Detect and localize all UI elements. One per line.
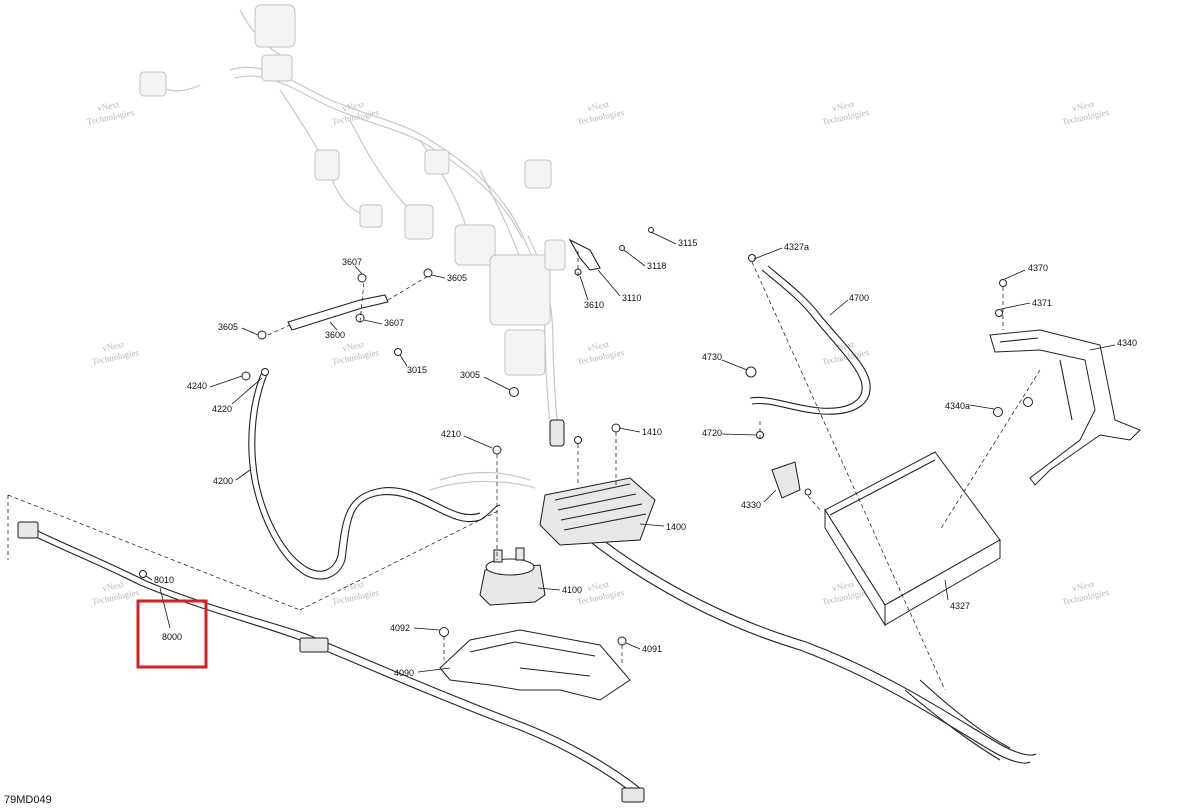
wire-harness-4200: [248, 371, 501, 580]
part-label-4340a[interactable]: 4340a: [945, 401, 970, 411]
part-label-4220[interactable]: 4220: [212, 404, 232, 414]
part-label-3610[interactable]: 3610: [584, 300, 604, 310]
part-label-4371[interactable]: 4371: [1032, 298, 1052, 308]
part-label-4370[interactable]: 4370: [1028, 263, 1048, 273]
cable-4700: [749, 265, 871, 415]
part-label-8000[interactable]: 8000: [162, 632, 182, 642]
part-label-3607-2[interactable]: 3607: [384, 318, 404, 328]
main-harness-lower: [544, 493, 1037, 764]
part-label-4327[interactable]: 4327: [950, 601, 970, 611]
part-label-3015[interactable]: 3015: [407, 365, 427, 375]
highlight-box: [136, 599, 208, 669]
part-label-4100[interactable]: 4100: [562, 585, 582, 595]
part-label-3600[interactable]: 3600: [325, 330, 345, 340]
part-label-4240[interactable]: 4240: [187, 381, 207, 391]
watermark-line1: vNext: [341, 99, 365, 113]
part-label-4340[interactable]: 4340: [1117, 338, 1137, 348]
part-label-4700[interactable]: 4700: [849, 293, 869, 303]
part-label-1400[interactable]: 1400: [666, 522, 686, 532]
starter-solenoid-4100: [479, 547, 546, 606]
part-label-4091[interactable]: 4091: [642, 644, 662, 654]
hardware-parts: [139, 227, 1033, 646]
part-label-4327a[interactable]: 4327a: [784, 242, 809, 252]
part-label-3110[interactable]: 3110: [622, 293, 641, 303]
watermark-line1: vNext: [1071, 99, 1095, 113]
watermark-line1: vNext: [831, 579, 855, 593]
watermark-line1: vNext: [586, 579, 610, 593]
assembly-lines: [7, 250, 1041, 691]
watermark-line1: vNext: [1071, 579, 1095, 593]
bracket-4090: [439, 629, 631, 701]
part-label-4720[interactable]: 4720: [702, 428, 722, 438]
part-label-1410[interactable]: 1410: [642, 427, 662, 437]
part-label-4730[interactable]: 4730: [702, 352, 722, 362]
battery-4327: [824, 451, 1001, 627]
part-label-4330[interactable]: 4330: [741, 500, 761, 510]
watermark-line1: vNext: [586, 339, 610, 353]
leader-lines: [145, 231, 1116, 673]
part-label-3115[interactable]: 3115: [678, 238, 697, 248]
watermark-line1: vNext: [586, 99, 610, 113]
watermark-line1: vNext: [341, 339, 365, 353]
cable-8000: [17, 521, 645, 803]
part-label-4090[interactable]: 4090: [394, 668, 414, 678]
watermark-line1: vNext: [101, 579, 125, 593]
watermark-line1: vNext: [831, 339, 855, 353]
watermark-line1: vNext: [101, 339, 125, 353]
watermark-line1: vNext: [96, 99, 120, 113]
part-label-3005[interactable]: 3005: [460, 370, 480, 380]
part-label-4092[interactable]: 4092: [390, 623, 410, 633]
part-label-3118[interactable]: 3118: [647, 261, 666, 271]
watermark-line1: vNext: [831, 99, 855, 113]
bracket-4340: [989, 329, 1141, 486]
figure-reference-code: 79MD049: [4, 794, 52, 806]
part-number-labels: 3115 3118 3110 3610 3607 3607 3605 3605 3600 3015…: [154, 238, 1137, 678]
part-label-4210[interactable]: 4210: [441, 429, 461, 439]
watermark-line1: vNext: [341, 579, 365, 593]
ghosted-wiring-harness: [139, 4, 566, 491]
voltage-regulator-1400: [539, 477, 656, 546]
part-label-3605-1[interactable]: 3605: [447, 273, 467, 283]
part-label-4200[interactable]: 4200: [213, 476, 233, 486]
part-label-3605-2[interactable]: 3605: [218, 322, 238, 332]
part-label-3607-1[interactable]: 3607: [342, 257, 362, 267]
part-label-8010[interactable]: 8010: [154, 575, 174, 585]
